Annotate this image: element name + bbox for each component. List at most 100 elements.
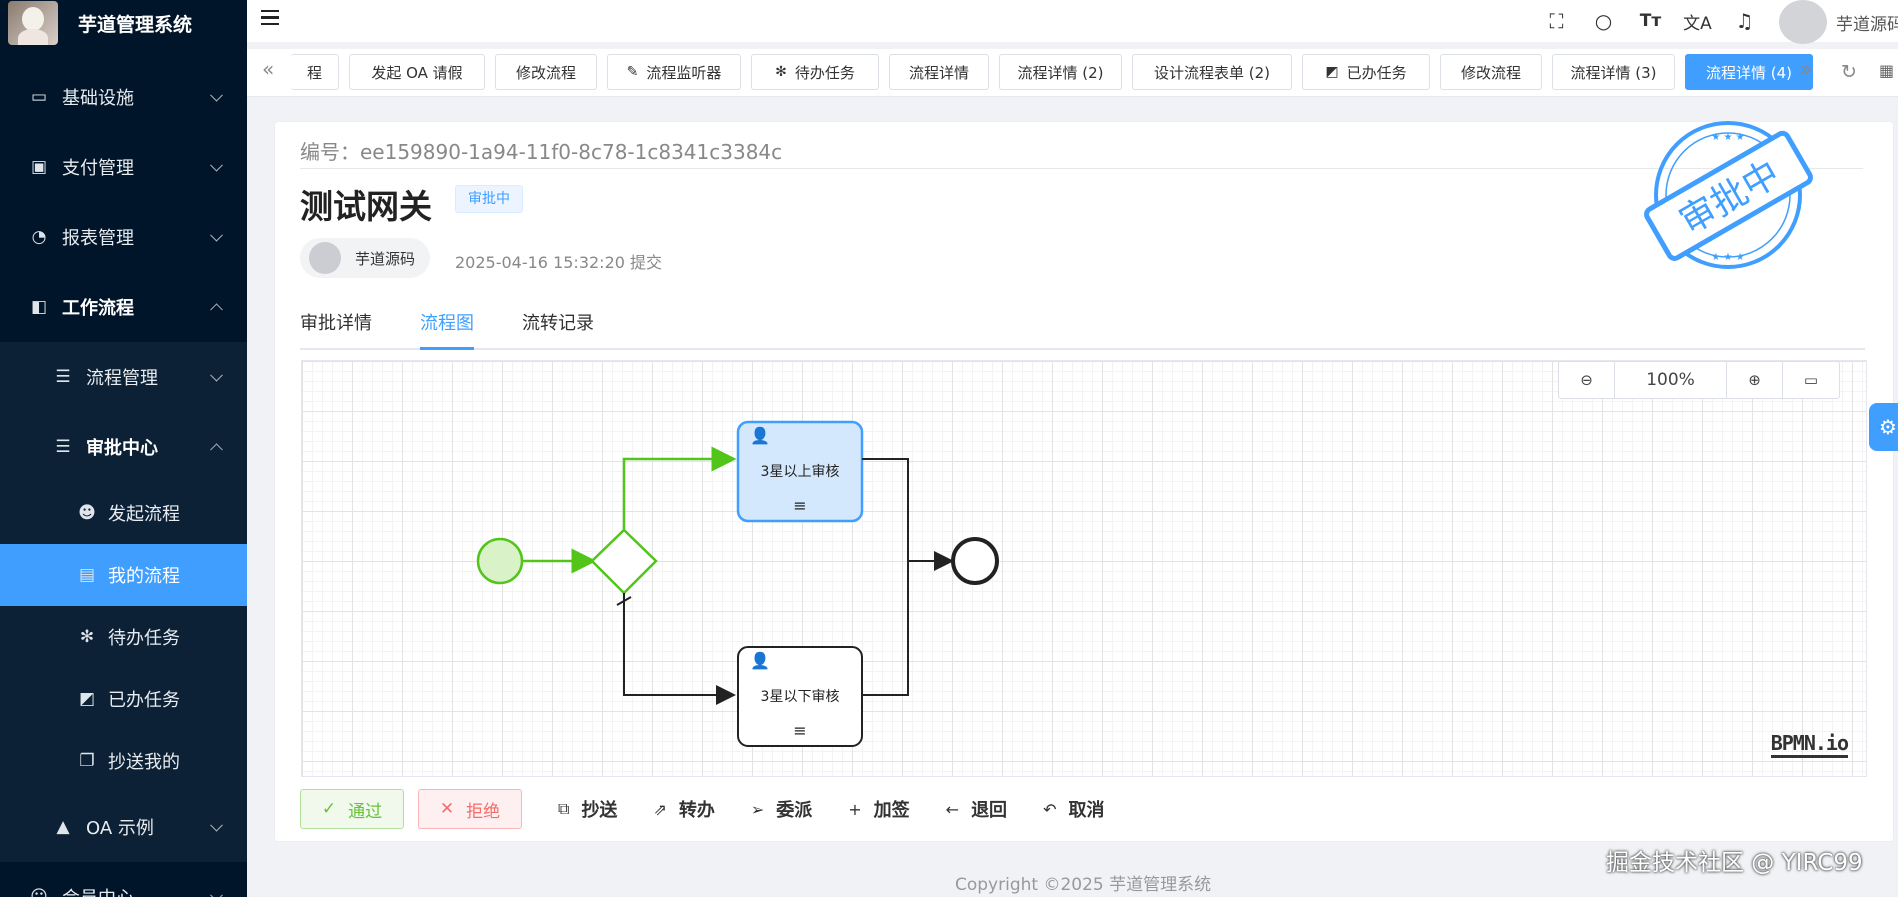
tab-item[interactable]: ✎流程监听器	[607, 54, 741, 90]
tab-item[interactable]: 流程详情	[889, 54, 989, 90]
button-label: 取消	[1068, 800, 1105, 821]
tags-view: « 程 发起 OA 请假 修改流程 ✎流程监听器 ✻ 待办任务 流程详情 流程详情…	[247, 49, 1898, 97]
task-label: 3星以上审核	[761, 464, 840, 480]
logo-image	[8, 1, 58, 45]
copyright: Copyright ©2025 芋道管理系统	[955, 875, 1212, 895]
reject-button[interactable]: ✕拒绝	[418, 789, 522, 829]
end-event[interactable]	[951, 537, 999, 585]
sidebar-item-member[interactable]: ☺ 会员中心	[0, 862, 247, 897]
sidebar-item-done[interactable]: ◩ 已办任务	[0, 668, 247, 730]
sidebar-item-report[interactable]: ◔ 报表管理	[0, 202, 247, 272]
logo[interactable]: 芋道管理系统	[0, 0, 247, 46]
workflow-icon: ◧	[30, 297, 48, 317]
sequence-flow[interactable]	[862, 458, 954, 571]
translate-icon[interactable]: 文A	[1683, 13, 1712, 34]
tab-item[interactable]: 修改流程	[1440, 54, 1542, 90]
sequence-flow[interactable]	[622, 446, 737, 530]
tab-label: 待办任务	[794, 63, 855, 82]
approve-button[interactable]: ✓通过	[300, 789, 404, 829]
tab-label: 流程详情 (4)	[1705, 63, 1793, 82]
tab-label: 流程详情	[908, 63, 969, 82]
done-icon: ◩	[1325, 64, 1339, 80]
tab-item[interactable]: 修改流程	[495, 54, 597, 90]
bpmn-io-logo[interactable]: BPMN.io	[1770, 731, 1849, 758]
default-flow-marker	[616, 596, 632, 606]
top-header: ⛶ ○ Tт 文A ♫ 芋道源码	[247, 0, 1898, 44]
sidebar-item-process-manage[interactable]: ☰ 流程管理	[0, 342, 247, 412]
zoom-out-icon[interactable]: ⊖	[1559, 362, 1615, 398]
submit-time: 2025-04-16 15:32:20 提交	[455, 253, 663, 272]
settings-gear-icon[interactable]: ⚙	[1869, 403, 1898, 451]
tab-label: 流程详情 (2)	[1017, 63, 1104, 82]
zoom-level[interactable]: 100%	[1615, 362, 1727, 398]
user-name[interactable]: 芋道源码	[1836, 15, 1898, 35]
button-label: 加签	[873, 800, 910, 821]
button-label: 转办	[678, 800, 715, 821]
zoom-in-icon[interactable]: ⊕	[1727, 362, 1783, 398]
fullscreen-icon[interactable]: ⛶	[1549, 9, 1564, 33]
tabs-menu-icon[interactable]: ▦	[1879, 61, 1895, 80]
tab-item[interactable]: 流程详情 (3)	[1552, 54, 1675, 90]
font-size-icon[interactable]: Tт	[1639, 11, 1662, 31]
tab-item[interactable]: 流程详情 (2)	[999, 54, 1122, 90]
tabs-scroll-left-icon[interactable]: «	[262, 57, 275, 81]
close-icon: ✕	[439, 799, 455, 819]
tabs-list: 程 发起 OA 请假 修改流程 ✎流程监听器 ✻ 待办任务 流程详情 流程详情 (…	[291, 54, 1813, 90]
member-icon: ☺	[30, 887, 48, 897]
sequence-flow-default[interactable]	[623, 593, 736, 705]
user-task-bottom[interactable]	[737, 646, 863, 747]
gear-icon: ✻	[79, 627, 95, 647]
sidebar-item-infra[interactable]: ▭ 基础设施	[0, 62, 247, 132]
refresh-icon[interactable]: ↻	[1841, 61, 1857, 83]
transfer-button[interactable]: ⇗转办	[653, 796, 714, 822]
cancel-button[interactable]: ↶取消	[1043, 796, 1104, 822]
tab-item[interactable]: ◩已办任务	[1302, 54, 1430, 90]
sidebar-item-payment[interactable]: ▣ 支付管理	[0, 132, 247, 202]
sequence-flow[interactable]	[862, 561, 909, 696]
tab-label: 发起 OA 请假	[371, 63, 463, 82]
copy-to-button[interactable]: ⧉抄送	[558, 796, 617, 822]
tab-item[interactable]: 设计流程表单 (2)	[1132, 54, 1292, 90]
sidebar-item-todo[interactable]: ✻ 待办任务	[0, 606, 247, 668]
tab-item[interactable]: 程	[291, 54, 339, 90]
tab-flow-records[interactable]: 流转记录	[522, 313, 594, 334]
search-icon[interactable]: ○	[1594, 9, 1613, 33]
sidebar-item-my-process[interactable]: ▤ 我的流程	[0, 544, 247, 606]
bell-icon[interactable]: ♫	[1735, 9, 1754, 33]
return-button[interactable]: ←退回	[946, 796, 1007, 822]
gear-icon: ✻	[775, 64, 787, 80]
tab-flow-chart[interactable]: 流程图	[420, 308, 474, 350]
tab-item-active[interactable]: 流程详情 (4)	[1685, 54, 1813, 90]
tabs-scroll-right-icon[interactable]: »	[1800, 57, 1813, 81]
start-event[interactable]	[476, 537, 524, 585]
fit-view-icon[interactable]: ▭	[1803, 371, 1819, 389]
status-badge: 审批中	[455, 185, 523, 213]
multi-instance-icon: ≡	[793, 721, 806, 740]
user-icon: 👤	[750, 651, 770, 670]
user-avatar[interactable]	[1779, 0, 1827, 44]
sidebar-item-label: 支付管理	[62, 158, 134, 179]
tab-item[interactable]: ✻ 待办任务	[751, 54, 879, 90]
sidebar-item-start-process[interactable]: ☻ 发起流程	[0, 482, 247, 544]
status-stamp: 审批中 ★ ★ ★ ★ ★ ★	[1644, 121, 1813, 269]
sidebar-menu: ▭ 基础设施 ▣ 支付管理 ◔ 报表管理 ◧ 工作流程 ☰ 流程管理 ☰ 审批中…	[0, 62, 247, 897]
bpmn-canvas[interactable]: 👤 3星以上审核 ≡ 👤 3星以下审核 ≡ ⊖ 100% ⊕ ▭ BPMN.io	[301, 360, 1867, 777]
done-icon: ◩	[78, 689, 96, 709]
delegate-button[interactable]: ➢委派	[751, 796, 812, 822]
sidebar-item-approval-center[interactable]: ☰ 审批中心	[0, 412, 247, 482]
sidebar-item-workflow[interactable]: ◧ 工作流程	[0, 272, 247, 342]
tab-item[interactable]: 发起 OA 请假	[349, 54, 485, 90]
tab-approval-detail[interactable]: 审批详情	[300, 313, 372, 334]
sidebar-item-oa[interactable]: ▲ OA 示例	[0, 792, 247, 862]
chart-icon: ◔	[31, 227, 47, 247]
sidebar-item-cc-me[interactable]: ❐ 抄送我的	[0, 730, 247, 792]
arrow-left-icon: ←	[945, 799, 960, 819]
exclusive-gateway[interactable]	[590, 528, 658, 595]
user-task-top[interactable]	[736, 420, 864, 523]
add-sign-button[interactable]: +加签	[848, 796, 909, 822]
sidebar-item-label: 已办任务	[108, 690, 180, 711]
menu-toggle-icon[interactable]	[261, 10, 279, 28]
sidebar-item-label: 发起流程	[108, 504, 180, 525]
process-number: 编号：ee159890-1a94-11f0-8c78-1c8341c3384c	[300, 140, 783, 164]
bpmn-diagram: 👤 3星以上审核 ≡ 👤 3星以下审核 ≡	[476, 420, 999, 747]
